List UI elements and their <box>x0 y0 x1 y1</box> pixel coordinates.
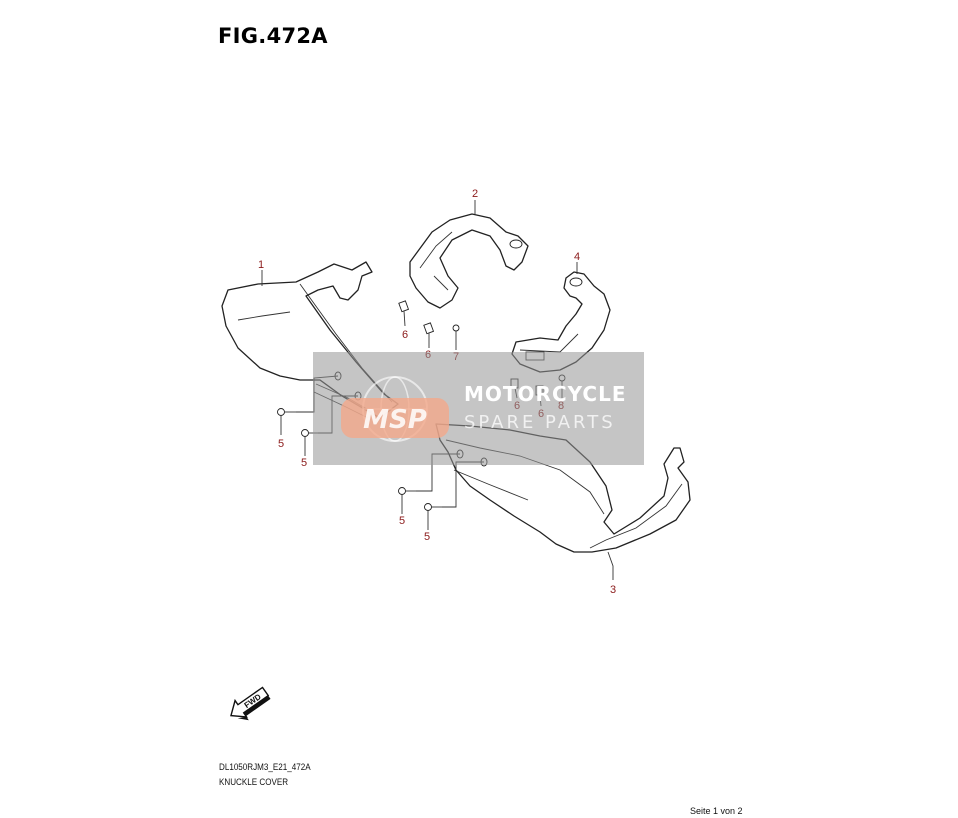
page-indicator: Seite 1 von 2 <box>690 806 743 816</box>
screw-5a[interactable] <box>277 408 297 416</box>
msp-logo-text: MSP <box>363 405 427 435</box>
callout-1: 1 <box>258 259 264 271</box>
callout-5a: 5 <box>278 438 284 450</box>
figure-description: KNUCKLE COVER <box>219 777 289 788</box>
forward-direction-arrow: FWD <box>230 686 271 721</box>
nut-6b[interactable] <box>423 322 435 335</box>
callout-5b: 5 <box>301 457 307 469</box>
callout-4: 4 <box>574 251 580 263</box>
screw-5d[interactable] <box>424 503 443 511</box>
figure-code: DL1050RJM3_E21_472A <box>219 762 311 773</box>
part-2-bracket[interactable] <box>409 213 529 309</box>
callout-6a: 6 <box>402 329 408 341</box>
callout-5d: 5 <box>424 531 430 543</box>
nut-6a[interactable] <box>398 300 410 313</box>
watermark-line1: MOTORCYCLE <box>464 382 627 406</box>
callout-5c: 5 <box>399 515 405 527</box>
bolt-7[interactable] <box>452 324 460 340</box>
screw-5c[interactable] <box>398 487 417 495</box>
watermark-line2: SPARE PARTS <box>464 412 616 433</box>
figure-title: FIG.472A <box>218 24 328 48</box>
callout-2: 2 <box>472 188 478 200</box>
watermark: MSP MOTORCYCLE SPARE PARTS <box>313 352 644 465</box>
msp-logo-icon: MSP <box>341 376 449 442</box>
callout-3: 3 <box>610 584 616 596</box>
